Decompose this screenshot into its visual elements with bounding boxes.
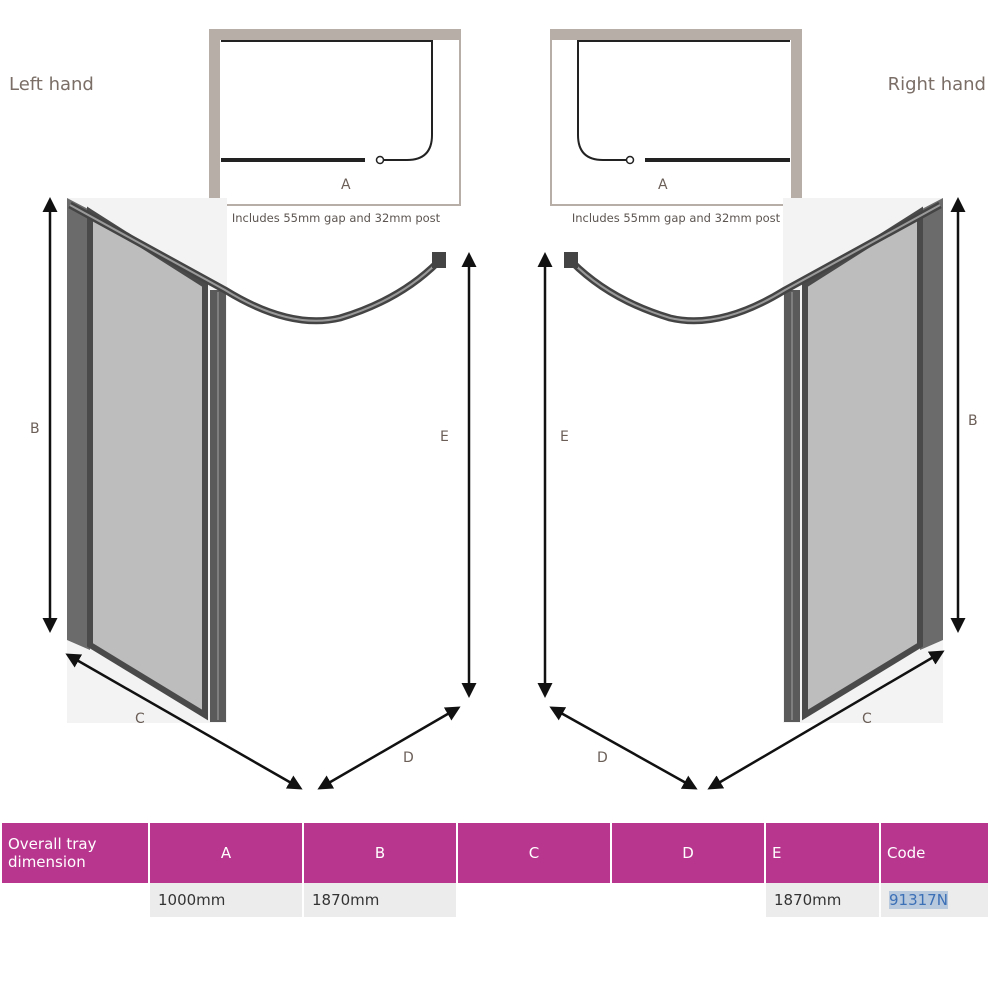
table-row: 1000mm 1870mm 1870mm 91317N bbox=[2, 883, 988, 917]
cell-code[interactable]: 91317N bbox=[881, 883, 988, 917]
right-enclosure-illustration bbox=[564, 198, 943, 723]
plan-dim-a-right: A bbox=[658, 177, 668, 193]
left-dimension-arrows bbox=[42, 197, 477, 790]
header-code: Code bbox=[881, 823, 988, 883]
header-e: E bbox=[766, 823, 879, 883]
plan-dim-a-left: A bbox=[341, 177, 351, 193]
header-overall-tray: Overall tray dimension bbox=[2, 823, 148, 883]
right-dimension-arrows bbox=[537, 197, 966, 790]
shower-enclosure-diagram: A A bbox=[30, 29, 978, 790]
dim-b-right: B bbox=[968, 413, 978, 429]
right-hand-label: Right hand bbox=[887, 74, 986, 95]
dim-b-left: B bbox=[30, 421, 40, 437]
table-header-row: Overall tray dimension A B C D E Code bbox=[2, 823, 988, 883]
cell-c bbox=[458, 883, 610, 917]
cell-overall-tray bbox=[2, 883, 148, 917]
header-a: A bbox=[150, 823, 302, 883]
dim-e-left: E bbox=[440, 429, 449, 445]
cell-a: 1000mm bbox=[150, 883, 302, 917]
dim-e-right: E bbox=[560, 429, 569, 445]
left-plan-view: A bbox=[209, 29, 461, 206]
dimensions-table: Overall tray dimension A B C D E Code 10… bbox=[0, 823, 990, 917]
right-plan-view: A bbox=[550, 29, 802, 206]
cell-d bbox=[612, 883, 764, 917]
dim-d-left: D bbox=[403, 750, 414, 766]
header-d: D bbox=[612, 823, 764, 883]
dim-d-right: D bbox=[597, 750, 608, 766]
header-c: C bbox=[458, 823, 610, 883]
cell-b: 1870mm bbox=[304, 883, 456, 917]
left-hand-label: Left hand bbox=[9, 74, 94, 95]
caption-right: Includes 55mm gap and 32mm post bbox=[571, 211, 781, 225]
dim-c-left: C bbox=[135, 711, 145, 727]
left-enclosure-illustration bbox=[67, 198, 446, 723]
product-code-text[interactable]: 91317N bbox=[889, 891, 948, 909]
header-b: B bbox=[304, 823, 456, 883]
dim-c-right: C bbox=[862, 711, 872, 727]
cell-e: 1870mm bbox=[766, 883, 879, 917]
caption-left: Includes 55mm gap and 32mm post bbox=[231, 211, 441, 225]
